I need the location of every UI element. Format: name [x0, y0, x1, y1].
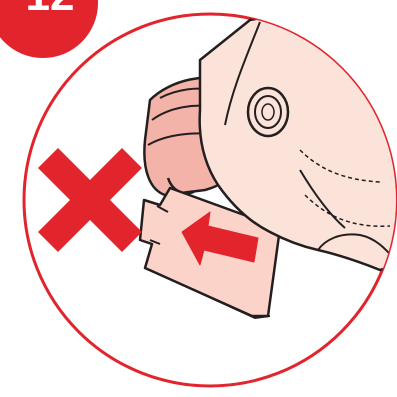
step-number-text: 12: [4, 0, 96, 18]
round-button-icon: [248, 88, 288, 136]
step-number: 12: [4, 0, 96, 18]
